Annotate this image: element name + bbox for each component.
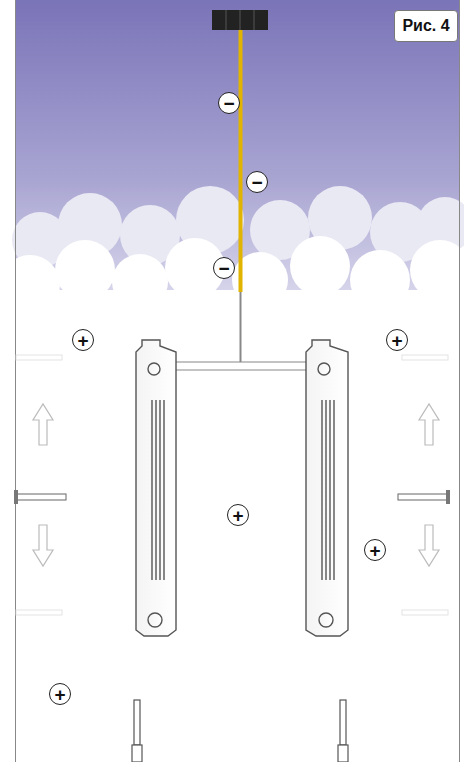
clouds-front <box>0 236 464 762</box>
frame-right <box>459 0 460 762</box>
figure-label-box: Рис. 4 <box>394 10 458 42</box>
frame-left <box>15 0 16 762</box>
charge-sign: + <box>72 329 94 351</box>
charge-sign: + <box>364 539 386 561</box>
side-arrows <box>33 404 439 566</box>
charge-sign: + <box>386 329 408 351</box>
bottom-leads <box>132 700 348 762</box>
charge-sign: + <box>227 504 249 526</box>
right-plate <box>306 340 348 636</box>
charge-sign: − <box>213 257 235 279</box>
figure-label: Рис. 4 <box>402 17 449 35</box>
side-pins <box>14 355 450 615</box>
crossbar <box>170 362 312 370</box>
charge-sign: − <box>218 92 240 114</box>
charge-sign: + <box>49 683 71 705</box>
top-block <box>212 10 268 30</box>
yellow-conductor <box>239 30 243 292</box>
left-plate <box>136 340 176 636</box>
conductor <box>240 292 242 362</box>
charge-sign: − <box>246 171 268 193</box>
